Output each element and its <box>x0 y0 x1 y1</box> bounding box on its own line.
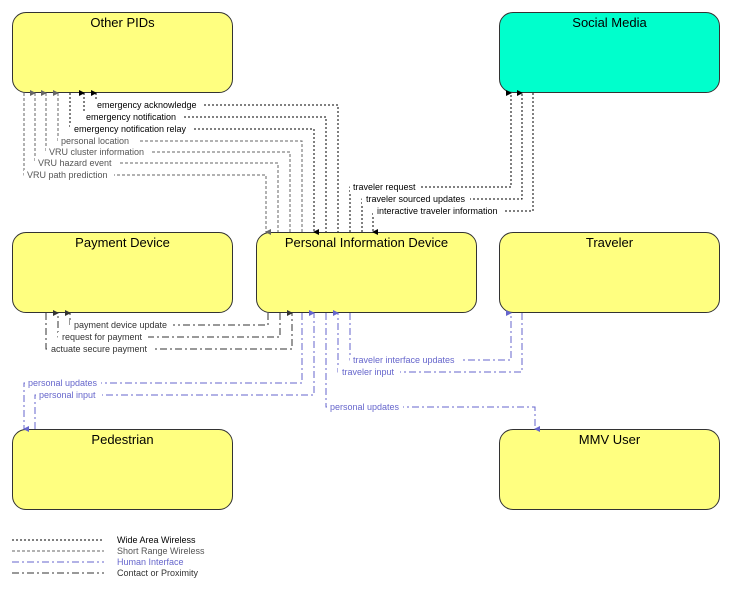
legend-wide-area-wireless: Wide Area Wireless <box>117 535 196 545</box>
flow-traveler-interface-updates <box>349 310 512 361</box>
flow-personal-input <box>34 310 315 429</box>
label-actuate-secure-payment: actuate secure payment <box>51 344 148 354</box>
node-label: MMV User <box>578 432 641 447</box>
label-emergency-acknowledge: emergency acknowledge <box>97 100 197 110</box>
flow-request-for-payment <box>53 310 281 338</box>
label-traveler-interface-updates: traveler interface updates <box>353 355 455 365</box>
label-personal-location: personal location <box>61 136 129 146</box>
flow-traveler-request <box>349 90 512 232</box>
legend-short-range-wireless: Short Range Wireless <box>117 546 205 556</box>
label-vru-path-prediction: VRU path prediction <box>27 170 108 180</box>
label-traveler-request: traveler request <box>353 182 416 192</box>
flow-vru-cluster-information <box>41 90 291 232</box>
node-label: Personal Information Device <box>284 235 449 250</box>
label-traveler-input: traveler input <box>342 367 395 377</box>
flow-emergency-notification <box>79 90 327 232</box>
flow-vru-path-prediction <box>23 93 271 235</box>
node-label: Traveler <box>585 235 634 250</box>
node-payment-device: Payment Device <box>12 232 233 313</box>
node-social-media: Social Media <box>499 12 720 93</box>
label-payment-device-update: payment device update <box>74 320 167 330</box>
node-traveler: Traveler <box>499 232 720 313</box>
label-emergency-notification: emergency notification <box>86 112 176 122</box>
flow-personal-location <box>53 90 303 232</box>
node-mmv-user: MMV User <box>499 429 720 510</box>
label-request-for-payment: request for payment <box>62 332 143 342</box>
legend: Wide Area Wireless Short Range Wireless … <box>12 535 205 578</box>
label-personal-input: personal input <box>39 390 96 400</box>
flow-vru-hazard-event <box>30 90 279 232</box>
label-personal-updates-pedestrian: personal updates <box>28 378 98 388</box>
node-label: Social Media <box>572 15 647 30</box>
flow-personal-updates-mmv <box>325 313 540 432</box>
label-emergency-notification-relay: emergency notification relay <box>74 124 187 134</box>
node-label: Payment Device <box>75 235 170 250</box>
node-pedestrian: Pedestrian <box>12 429 233 510</box>
flow-personal-updates-ped <box>23 313 303 432</box>
legend-human-interface: Human Interface <box>117 557 184 567</box>
node-other-pids: Other PIDs <box>12 12 233 93</box>
node-personal-information-device: Personal Information Device <box>256 232 477 313</box>
label-vru-cluster-information: VRU cluster information <box>49 147 144 157</box>
label-personal-updates-mmv: personal updates <box>330 402 400 412</box>
legend-contact-or-proximity: Contact or Proximity <box>117 568 199 578</box>
label-interactive-traveler-information: interactive traveler information <box>377 206 498 216</box>
flow-traveler-input <box>333 310 523 373</box>
label-vru-hazard-event: VRU hazard event <box>38 158 112 168</box>
node-label: Other PIDs <box>90 15 155 30</box>
label-traveler-sourced-updates: traveler sourced updates <box>366 194 466 204</box>
node-label: Pedestrian <box>91 432 154 447</box>
flow-emergency-acknowledge <box>91 90 339 232</box>
flow-actuate-secure-payment <box>45 310 293 350</box>
